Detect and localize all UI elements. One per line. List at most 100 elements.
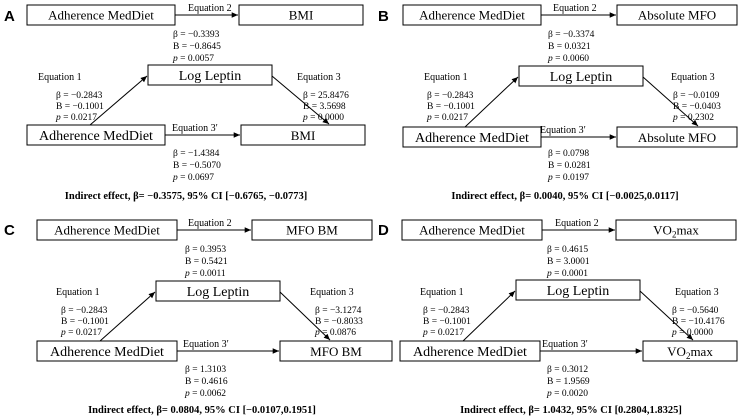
eq2-beta: β = 0.3953 bbox=[185, 245, 226, 255]
predictor-label: Adherence MedDiet bbox=[50, 345, 164, 360]
eq1-p: p = 0.0217 bbox=[426, 113, 468, 123]
eq2-label: Equation 2 bbox=[188, 3, 232, 14]
outcome-box-top bbox=[238, 4, 364, 26]
outcome-label: Absolute MFO bbox=[638, 8, 716, 23]
outcome-label: Absolute MFO bbox=[638, 130, 716, 145]
eq3-prime-beta: β = −1.4384 bbox=[173, 149, 220, 159]
eq3-p: p = 0.0876 bbox=[314, 328, 356, 338]
eq3-p: p = 0.2302 bbox=[672, 113, 714, 123]
eq2-b: B = −0.8645 bbox=[173, 42, 221, 52]
eq3-beta: β = −0.5640 bbox=[672, 306, 719, 316]
outcome-label: VO2max bbox=[653, 223, 699, 240]
outcome-label: MFO BM bbox=[286, 223, 338, 238]
eq3-prime-p: p = 0.0062 bbox=[184, 389, 226, 399]
eq3-label: Equation 3 bbox=[297, 72, 341, 83]
eq1-p: p = 0.0217 bbox=[422, 328, 464, 338]
eq3-p: p = 0.0000 bbox=[302, 113, 344, 123]
eq2-b: B = 3.0001 bbox=[547, 257, 590, 267]
eq2-label: Equation 2 bbox=[555, 218, 599, 229]
eq2-label: Equation 2 bbox=[553, 3, 597, 14]
eq1-b: B = −0.1001 bbox=[427, 102, 475, 112]
outcome-label: BMI bbox=[289, 8, 314, 23]
eq3-beta: β = −0.0109 bbox=[673, 91, 720, 101]
eq3-b: B = −0.8033 bbox=[315, 317, 363, 327]
eq3-prime-beta: β = 1.3103 bbox=[185, 365, 226, 375]
outcome-box-top bbox=[616, 4, 738, 26]
outcome-box-top bbox=[251, 219, 373, 241]
outcome-box-top bbox=[615, 219, 737, 241]
outcome-box-bottom bbox=[240, 124, 366, 146]
eq3-prime-p: p = 0.0020 bbox=[546, 389, 588, 399]
eq2-p: p = 0.0057 bbox=[172, 54, 214, 64]
outcome-label: MFO BM bbox=[310, 344, 362, 359]
eq1-label: Equation 1 bbox=[56, 287, 100, 298]
panel-a: A Adherence MedDiet Equation 2 BMI β = −… bbox=[4, 3, 366, 202]
eq3-prime-p: p = 0.0697 bbox=[172, 173, 214, 183]
eq3-label: Equation 3 bbox=[671, 72, 715, 83]
predictor-label: Adherence MedDiet bbox=[48, 8, 154, 23]
panel-letter: D bbox=[378, 222, 389, 239]
eq1-beta: β = −0.2843 bbox=[423, 306, 470, 316]
eq1-beta: β = −0.2843 bbox=[56, 91, 103, 101]
eq3-prime-b: B = −0.5070 bbox=[173, 161, 221, 171]
mediator-box bbox=[147, 64, 273, 86]
eq1-p: p = 0.0217 bbox=[55, 113, 97, 123]
eq2-beta: β = −0.3393 bbox=[173, 30, 220, 40]
mediator-label: Log Leptin bbox=[179, 69, 242, 84]
path-arrow-eq1 bbox=[464, 76, 519, 128]
eq2-p: p = 0.0011 bbox=[184, 269, 226, 279]
panel-letter: B bbox=[378, 8, 389, 25]
path-arrow-eq3 bbox=[639, 290, 694, 341]
eq2-beta: β = −0.3374 bbox=[548, 30, 595, 40]
outcome-box-bottom bbox=[279, 340, 393, 362]
path-arrow-eq3 bbox=[271, 75, 330, 125]
path-arrow-eq1 bbox=[89, 75, 148, 126]
eq1-label: Equation 1 bbox=[420, 287, 464, 298]
indirect-effect: Indirect effect, β= −0.3575, 95% CI [−0.… bbox=[65, 191, 307, 202]
eq3-label: Equation 3 bbox=[675, 287, 719, 298]
panel-c: C Adherence MedDiet Equation 2 MFO BM β … bbox=[4, 218, 393, 416]
predictor-label: Adherence MedDiet bbox=[413, 345, 527, 360]
predictor-label: Adherence MedDiet bbox=[415, 131, 529, 146]
indirect-effect: Indirect effect, β= 0.0040, 95% CI [−0.0… bbox=[451, 191, 678, 202]
eq1-beta: β = −0.2843 bbox=[61, 306, 108, 316]
predictor-label: Adherence MedDiet bbox=[54, 223, 160, 238]
mediator-box bbox=[515, 279, 641, 301]
path-arrow-eq3 bbox=[279, 291, 331, 341]
mediator-box bbox=[518, 65, 644, 87]
eq3-prime-label: Equation 3′ bbox=[183, 339, 229, 350]
outcome-box-bottom bbox=[642, 340, 738, 362]
path-arrow-eq3 bbox=[642, 76, 699, 127]
eq3-label: Equation 3 bbox=[310, 287, 354, 298]
indirect-effect: Indirect effect, β= 1.0432, 95% CI [0.28… bbox=[460, 405, 682, 416]
eq3-prime-label: Equation 3′ bbox=[542, 339, 588, 350]
path-arrow-eq1 bbox=[99, 291, 156, 342]
eq3-prime-b: B = 1.9569 bbox=[547, 377, 590, 387]
indirect-effect: Indirect effect, β= 0.0804, 95% CI [−0.0… bbox=[88, 405, 316, 416]
path-arrow-eq1 bbox=[462, 290, 516, 342]
eq1-p: p = 0.0217 bbox=[60, 328, 102, 338]
panel-d: D Adherence MedDiet Equation 2 VO2max β … bbox=[378, 218, 738, 416]
panel-b: B Adherence MedDiet Equation 2 Absolute … bbox=[378, 3, 738, 202]
predictor-label: Adherence MedDiet bbox=[419, 8, 525, 23]
eq1-label: Equation 1 bbox=[424, 72, 468, 83]
eq3-prime-beta: β = 0.0798 bbox=[548, 149, 589, 159]
eq1-b: B = −0.1001 bbox=[61, 317, 109, 327]
eq3-prime-p: p = 0.0197 bbox=[547, 173, 589, 183]
panel-letter: A bbox=[4, 8, 15, 25]
eq3-prime-b: B = 0.4616 bbox=[185, 377, 228, 387]
mediator-label: Log Leptin bbox=[550, 70, 613, 85]
eq3-beta: β = 25.8476 bbox=[303, 91, 349, 101]
eq1-b: B = −0.1001 bbox=[56, 102, 104, 112]
eq2-p: p = 0.0001 bbox=[546, 269, 588, 279]
eq3-prime-beta: β = 0.3012 bbox=[547, 365, 588, 375]
eq3-prime-label: Equation 3′ bbox=[172, 123, 218, 134]
outcome-box-bottom bbox=[616, 126, 738, 148]
eq2-label: Equation 2 bbox=[188, 218, 232, 229]
mediator-box bbox=[155, 280, 281, 302]
eq3-beta: β = −3.1274 bbox=[315, 306, 362, 316]
eq1-b: B = −0.1001 bbox=[423, 317, 471, 327]
predictor-label: Adherence MedDiet bbox=[419, 223, 525, 238]
eq3-p: p = 0.0000 bbox=[671, 328, 713, 338]
